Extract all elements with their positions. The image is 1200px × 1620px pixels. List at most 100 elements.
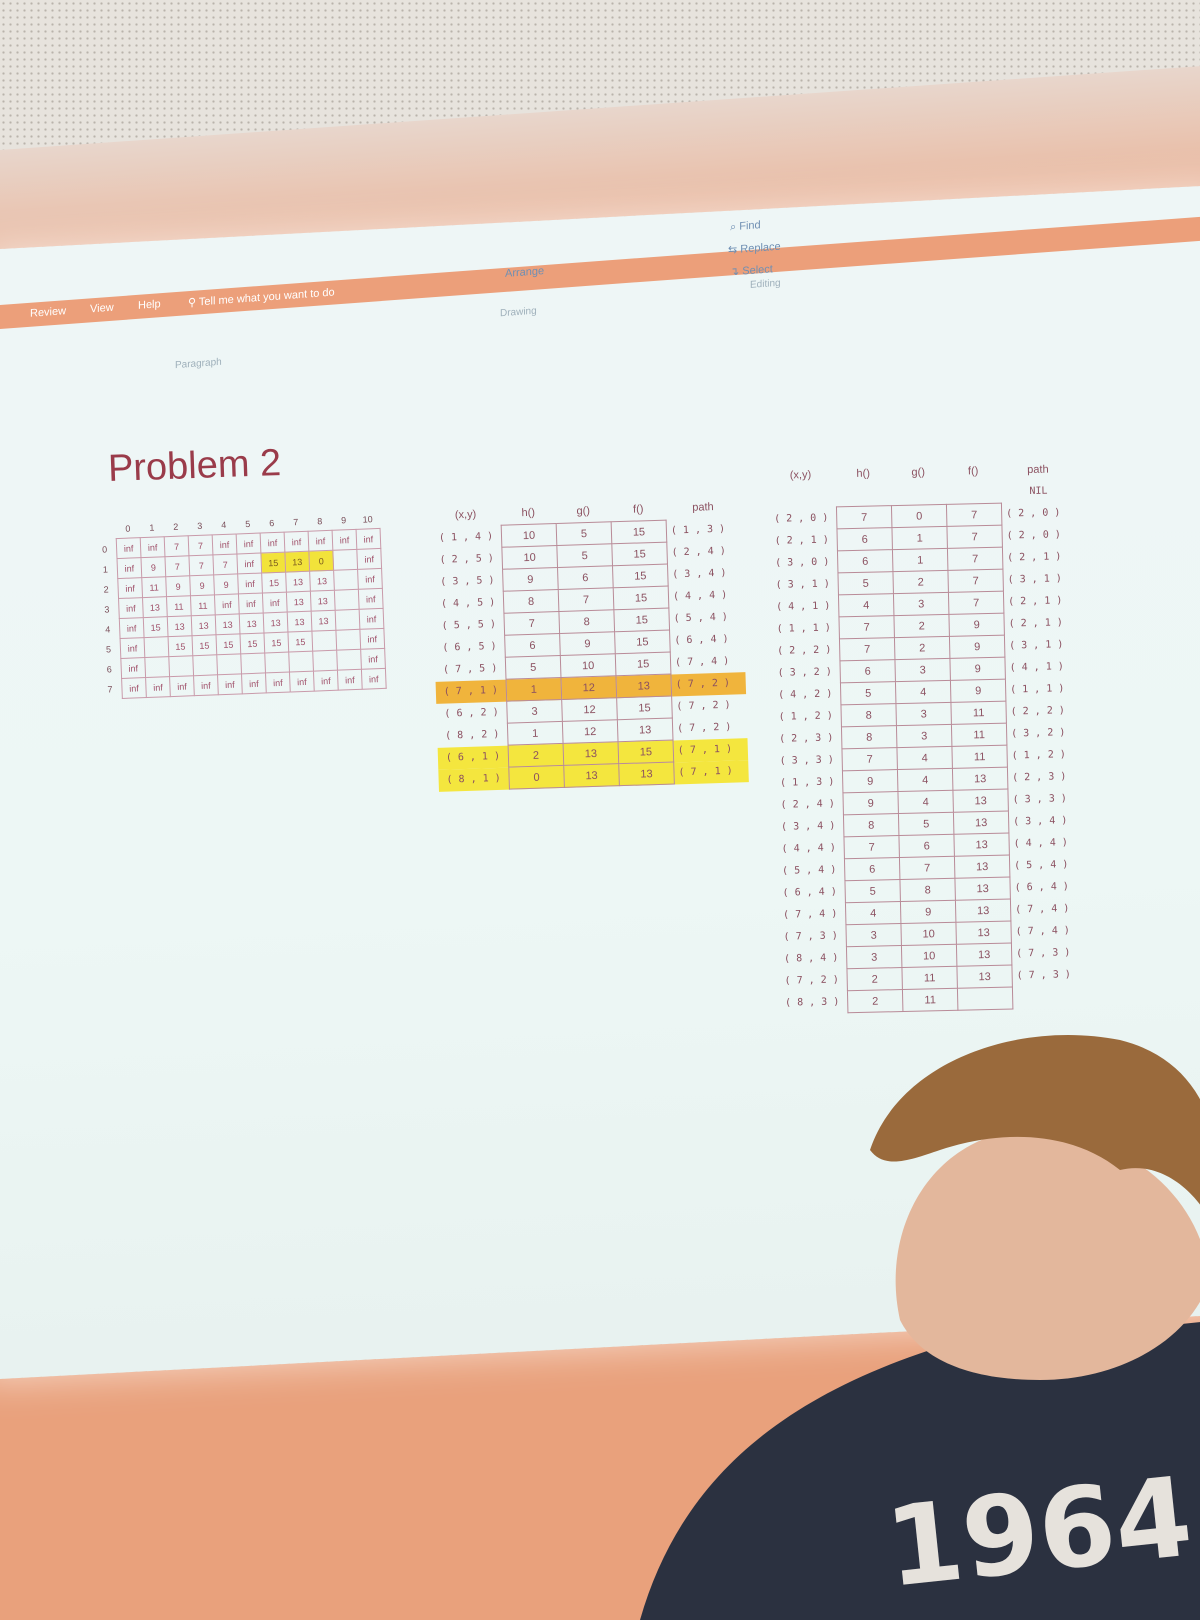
grid-cell: 7 [212, 553, 238, 575]
path-cell: ( 7 , 4 ) [1015, 925, 1070, 938]
g-cell: 6 [557, 565, 614, 590]
f-cell: 13 [954, 855, 1010, 879]
f-cell: 13 [952, 789, 1009, 813]
grid-cell [192, 654, 218, 676]
f-cell: 15 [618, 739, 674, 764]
grid-cell: inf [120, 657, 146, 679]
grid-row-header: 7 [107, 683, 113, 695]
h-cell: 1 [507, 721, 564, 746]
grid-cell: inf [121, 677, 147, 699]
f-cell: 15 [611, 520, 667, 544]
h-cell: 4 [838, 593, 894, 617]
path-cell: ( 2 , 0 ) [1006, 507, 1061, 520]
tab-view[interactable]: View [90, 301, 114, 316]
grid-cell: inf [260, 532, 285, 554]
grid-cell: 15 [263, 632, 289, 653]
h-cell: 8 [841, 725, 897, 749]
grid-cell: inf [337, 669, 363, 691]
g-cell: 8 [558, 609, 615, 634]
select-button[interactable]: ↴ Select [730, 263, 773, 279]
grid-row-header: 4 [104, 623, 111, 635]
h-cell: 4 [845, 901, 901, 925]
grid-row-header: 0 [101, 543, 108, 555]
grid-cell: 15 [143, 616, 169, 638]
grid-col-header: 4 [221, 519, 227, 530]
grid-col-header: 0 [125, 523, 131, 534]
tab-review[interactable]: Review [30, 305, 67, 320]
path-cell: ( 1 , 2 ) [1011, 749, 1066, 762]
h-cell: 3 [506, 699, 563, 724]
grid-cell [168, 655, 194, 677]
coord-cell: ( 5 , 4 ) [782, 864, 837, 877]
group-editing: Editing [750, 277, 781, 291]
g-cell: 7 [899, 856, 955, 880]
grid-cell: inf [359, 628, 385, 650]
h-cell: 7 [843, 835, 900, 859]
h-cell: 10 [501, 523, 557, 548]
g-cell: 5 [898, 812, 954, 836]
h-cell: 1 [506, 677, 562, 702]
f-cell: 13 [955, 921, 1012, 945]
f-cell: 13 [617, 717, 674, 742]
grid-cell [333, 569, 359, 591]
g-cell: 10 [901, 944, 957, 968]
column-header: path [1027, 463, 1049, 477]
g-cell: 7 [558, 587, 614, 612]
f-cell: 15 [611, 542, 668, 566]
h-cell: 3 [845, 923, 902, 947]
grid-cell: inf [332, 529, 357, 551]
grid-cell: inf [237, 573, 263, 594]
f-cell: 15 [613, 586, 669, 610]
path-cell: ( 7 , 3 ) [1016, 969, 1071, 982]
grid-col-header: 7 [293, 516, 299, 527]
path-cell: ( 7 , 2 ) [676, 699, 731, 713]
find-button[interactable]: ⌕ Find [730, 219, 761, 234]
f-cell: 13 [956, 965, 1013, 989]
coord-cell: ( 5 , 5 ) [441, 618, 497, 632]
g-cell: 3 [896, 724, 952, 748]
grid-cell: 13 [142, 596, 168, 618]
coord-cell: ( 3 , 0 ) [775, 556, 830, 569]
grid-cell: 11 [141, 576, 167, 598]
path-cell: ( 1 , 1 ) [1010, 683, 1065, 696]
grid-cell [311, 630, 337, 652]
coord-cell: ( 4 , 5 ) [440, 597, 496, 610]
grid-cell: inf [145, 676, 171, 698]
coord-cell: ( 6 , 1 ) [437, 745, 509, 770]
tab-help[interactable]: Help [138, 298, 161, 312]
table-cell [765, 485, 836, 508]
grid-cell: inf [212, 533, 237, 555]
grid-cell: 15 [239, 632, 265, 654]
h-cell: 5 [840, 681, 896, 705]
grid-cell: 13 [215, 613, 240, 635]
coord-cell: ( 6 , 5 ) [442, 640, 497, 654]
tell-me-box[interactable]: ⚲ Tell me what you want to do [188, 285, 335, 309]
coord-cell: ( 3 , 2 ) [777, 666, 832, 679]
f-cell: 9 [948, 613, 1005, 637]
path-cell: ( 3 , 4 ) [1013, 815, 1068, 828]
grid-cell: 7 [164, 535, 189, 557]
path-cell: ( 3 , 1 ) [1007, 573, 1062, 586]
f-cell: 13 [953, 833, 1010, 857]
lightbulb-icon: ⚲ [188, 296, 197, 310]
path-cell: ( 2 , 1 ) [1007, 551, 1062, 564]
column-header: f() [632, 503, 644, 516]
f-cell: 7 [947, 569, 1004, 593]
g-cell: 4 [896, 746, 953, 770]
coord-cell: ( 3 , 4 ) [781, 820, 836, 833]
grid-cell: inf [116, 557, 142, 579]
coord-cell: ( 4 , 4 ) [781, 842, 836, 855]
h-cell: 5 [837, 571, 894, 595]
coord-cell: ( 4 , 1 ) [776, 600, 831, 613]
g-cell: 12 [560, 675, 617, 700]
f-cell: 11 [950, 701, 1007, 725]
grid-cell [336, 649, 362, 671]
grid-cell [335, 629, 361, 651]
coord-cell: ( 3 , 3 ) [779, 754, 834, 767]
grid-cell: 13 [287, 611, 312, 633]
coord-cell: ( 7 , 3 ) [783, 930, 838, 943]
h-cell: 7 [841, 747, 898, 771]
